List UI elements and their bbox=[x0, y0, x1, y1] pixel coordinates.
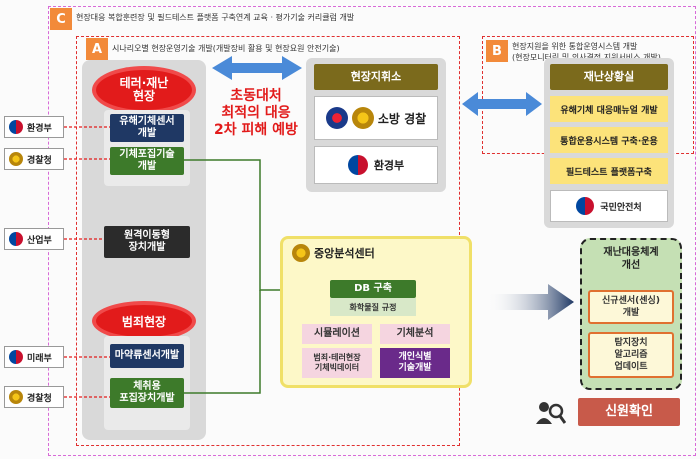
site-env-label: 환경부 bbox=[373, 159, 405, 172]
remote-move-box: 원격이동형 장치개발 bbox=[104, 226, 190, 258]
response-slogan: 초동대처 최적의 대응 2차 피해 예방 bbox=[214, 88, 298, 138]
odor-collect-box: 체취용 포집장치개발 bbox=[110, 378, 184, 408]
ministry-industry-label: 산업부 bbox=[27, 235, 52, 246]
frame-b-title-line1: 현장지원을 위한 통합운영시스템 개발 bbox=[512, 42, 638, 51]
terror-site-label: 테러·재난 현장 bbox=[119, 76, 169, 103]
disaster-room-title: 재난상황실 bbox=[550, 64, 668, 90]
improvement-title: 재난대응체계 개선 bbox=[603, 247, 659, 271]
safety-agency-box: 국민안전처 bbox=[550, 190, 668, 222]
taeguk-icon bbox=[9, 232, 23, 246]
db-build-box: DB 구축 bbox=[330, 280, 416, 298]
algorithm-update-box: 탐지장치 알고리즘 업데이트 bbox=[588, 332, 674, 378]
ministry-police-2-label: 경찰청 bbox=[27, 393, 52, 404]
toxic-sensor-box: 유해기체센서 개발 bbox=[110, 114, 184, 142]
ministry-police-1: 경찰청 bbox=[4, 148, 64, 170]
badge-c: C bbox=[50, 8, 72, 30]
disaster-item-1: 유해기체 대응매뉴얼 개발 bbox=[550, 96, 668, 122]
frame-b-title-line2: (현장모니터링 및 의사결정 지원서비스 개발) bbox=[512, 53, 661, 62]
badge-b: B bbox=[486, 40, 508, 62]
frame-a-title: 시나리오별 현장운영기술 개발(개발장비 활용 및 현장요원 안전기술) bbox=[112, 44, 340, 53]
central-analysis-title: 중앙분석센터 bbox=[314, 247, 375, 260]
new-sensor-box: 신규센서(센싱) 개발 bbox=[588, 290, 674, 324]
gas-collect-box: 기체포집기술 개발 bbox=[110, 147, 184, 175]
flow-arrow-icon bbox=[486, 284, 574, 320]
police-emblem-icon bbox=[292, 244, 310, 262]
disaster-item-3: 필드테스트 플랫폼구축 bbox=[550, 158, 668, 184]
ministry-env-1: 환경부 bbox=[4, 116, 64, 138]
ministry-env-1-label: 환경부 bbox=[27, 123, 52, 134]
bigdata-box: 범죄·테러현장 기체빅데이터 bbox=[302, 348, 372, 378]
crime-site-burst: 범죄현장 bbox=[96, 305, 192, 337]
ministry-police-2: 경찰청 bbox=[4, 386, 64, 408]
chem-regulation-box: 화학물질 규정 bbox=[330, 298, 416, 316]
fire-police-box: 소방 경찰 bbox=[314, 96, 438, 140]
identity-search-icon bbox=[536, 402, 566, 424]
site-env-box: 환경부 bbox=[314, 146, 438, 184]
central-analysis-header: 중앙분석센터 bbox=[292, 244, 375, 262]
crime-site-label: 범죄현장 bbox=[121, 314, 167, 329]
safety-agency-label: 국민안전처 bbox=[600, 202, 642, 213]
taeguk-icon bbox=[9, 120, 23, 134]
frame-b-title: 현장지원을 위한 통합운영시스템 개발 (현장모니터링 및 의사결정 지원서비스… bbox=[512, 41, 661, 63]
ministry-police-1-label: 경찰청 bbox=[27, 155, 52, 166]
identity-confirm-box: 신원확인 bbox=[578, 398, 680, 426]
fire-police-label: 소방 경찰 bbox=[377, 111, 427, 126]
police-emblem-icon bbox=[351, 107, 374, 129]
gas-analysis-box: 기체분석 bbox=[380, 324, 450, 344]
taeguk-icon bbox=[576, 197, 595, 215]
simulation-box: 시뮬레이션 bbox=[302, 324, 372, 344]
fire-emblem-icon bbox=[325, 107, 348, 129]
ministry-industry: 산업부 bbox=[4, 228, 64, 250]
police-emblem-icon bbox=[9, 152, 23, 166]
frame-c-title: 현장대응 복합훈련장 및 필드테스트 플랫폼 구축연계 교육 · 평가기술 커리… bbox=[76, 13, 355, 22]
terror-site-burst: 테러·재난 현장 bbox=[96, 70, 192, 110]
taeguk-icon bbox=[347, 155, 368, 175]
ministry-future: 미래부 bbox=[4, 346, 64, 368]
drug-sensor-box: 마약류센서개발 bbox=[110, 344, 184, 368]
ministry-future-label: 미래부 bbox=[27, 353, 52, 364]
police-emblem-icon bbox=[9, 390, 23, 404]
taeguk-icon bbox=[9, 350, 23, 364]
personal-id-box: 개인식별 기술개발 bbox=[380, 348, 450, 378]
disaster-item-2: 통합운용시스템 구축·운용 bbox=[550, 127, 668, 153]
site-hq-title: 현장지휘소 bbox=[314, 64, 438, 90]
badge-a: A bbox=[86, 38, 108, 60]
